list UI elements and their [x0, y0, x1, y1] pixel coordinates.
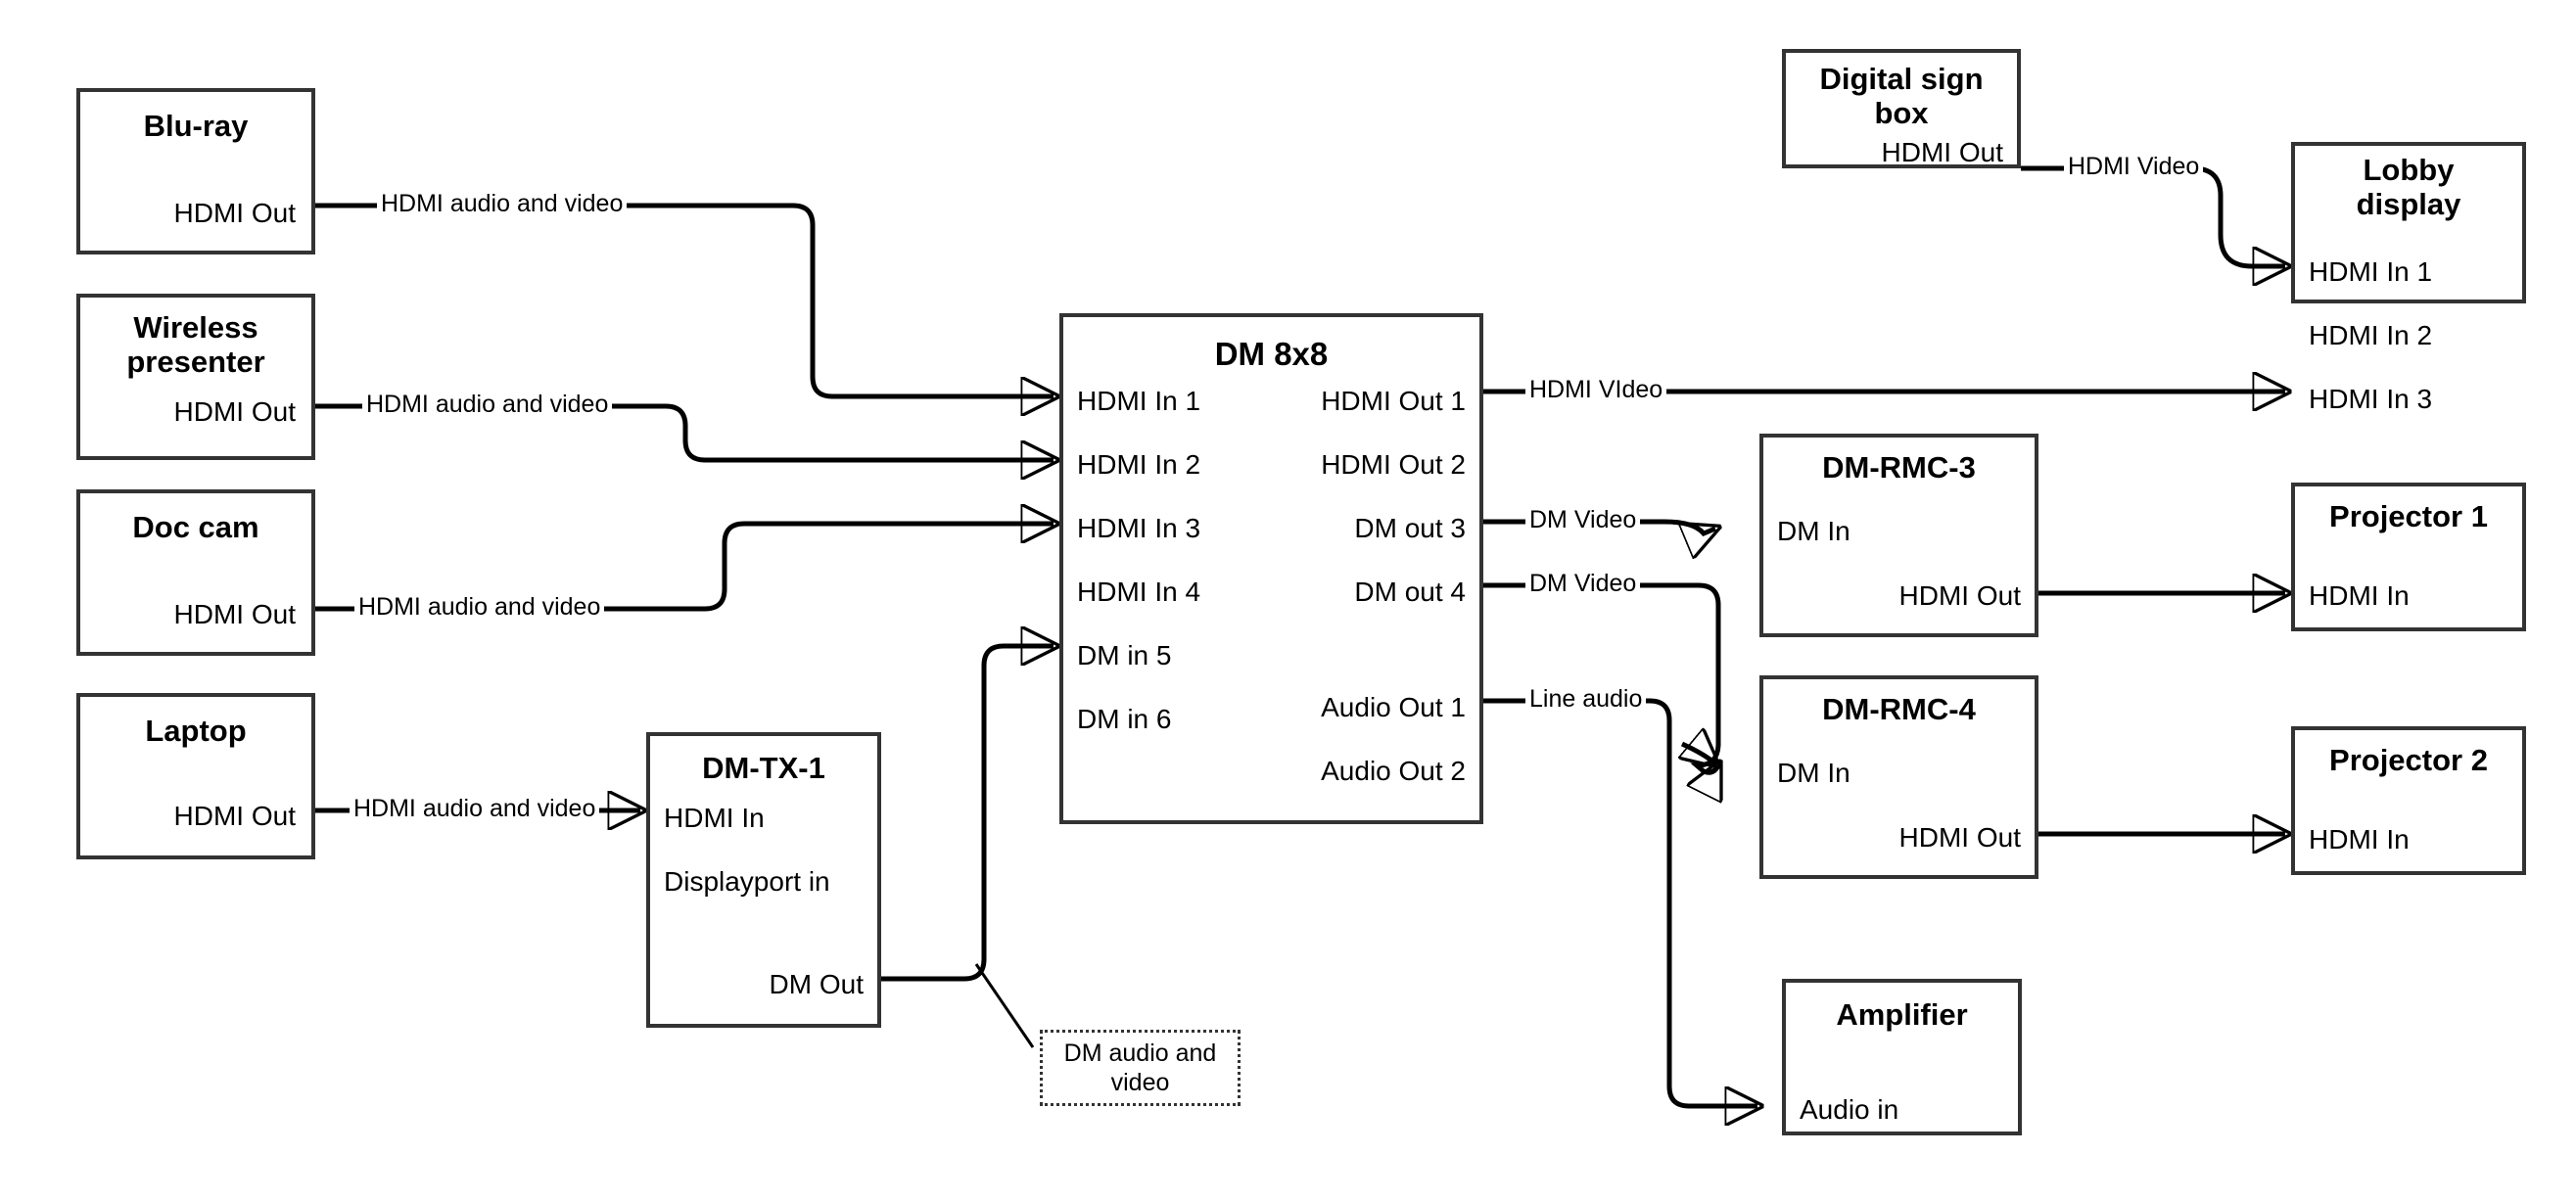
node-amplifier-port-audio-in: Audio in	[1800, 1094, 1899, 1125]
node-dm-rmc-3-port-dm-in: DM In	[1777, 516, 1850, 546]
node-dm-8x8-output-2: HDMI Out 2	[1321, 449, 1466, 480]
node-bluray-title: Blu-ray	[143, 109, 249, 143]
link-label-dm-dmout4-to-rmc4: DM Video	[1525, 572, 1641, 596]
node-projector-1-title: Projector 1	[2329, 499, 2488, 533]
node-bluray[interactable]: Blu-ray HDMI Out	[76, 88, 315, 254]
node-projector-2-port-hdmi-in: HDMI In	[2309, 824, 2410, 855]
node-dm-8x8[interactable]: DM 8x8 HDMI In 1 HDMI In 2 HDMI In 3 HDM…	[1059, 313, 1483, 824]
node-doc-cam[interactable]: Doc cam HDMI Out	[76, 489, 315, 656]
node-dm-tx-1-title: DM-TX-1	[702, 751, 825, 785]
node-lobby-display-input-1: HDMI In 1	[2309, 256, 2433, 287]
node-dm-8x8-title: DM 8x8	[1214, 336, 1329, 372]
wire-sign-to-lobby-in1	[2021, 165, 2285, 266]
node-dm-8x8-output-4: DM out 4	[1354, 577, 1466, 607]
node-dm-8x8-input-2: HDMI In 2	[1077, 449, 1201, 480]
node-bluray-port-hdmi-out: HDMI Out	[173, 198, 296, 228]
wire-dm-dmout4-to-rmc4-arrow	[1682, 744, 1715, 763]
node-dm-rmc-4-port-dm-in: DM In	[1777, 758, 1850, 788]
wire-dm-audioout1-to-amplifier	[1483, 698, 1757, 1106]
wire-dmtx1-to-dm-in5	[881, 646, 1054, 982]
node-dm-rmc-4-port-hdmi-out: HDMI Out	[1898, 822, 2021, 853]
node-laptop-port-hdmi-out: HDMI Out	[173, 801, 296, 831]
node-wireless-presenter-title: Wireless presenter	[126, 310, 265, 379]
node-lobby-display-input-3: HDMI In 3	[2309, 384, 2433, 414]
node-dm-8x8-output-1: HDMI Out 1	[1321, 386, 1466, 416]
node-dm-tx-1-port-dm-out: DM Out	[769, 969, 864, 999]
node-projector-1-port-hdmi-in: HDMI In	[2309, 580, 2410, 611]
link-label-wireless-to-dm-in2: HDMI audio and video	[362, 393, 613, 417]
node-dm-tx-1-port-hdmi-in: HDMI In	[664, 803, 765, 833]
wire-bluray-to-dm-in1	[315, 203, 1054, 396]
link-label-sign-to-lobby-in1: HDMI Video	[2064, 155, 2204, 179]
node-digital-sign-box-title: Digital sign box	[1819, 62, 1984, 130]
link-label-bluray-to-dm-in1: HDMI audio and video	[377, 192, 628, 216]
node-dm-8x8-input-3: HDMI In 3	[1077, 513, 1201, 543]
link-label-dm-audioout1-to-amplifier: Line audio	[1525, 687, 1647, 712]
link-label-doccam-to-dm-in3: HDMI audio and video	[354, 595, 605, 620]
node-lobby-display-title: Lobby display	[2356, 153, 2461, 221]
node-dm-rmc-4-title: DM-RMC-4	[1822, 692, 1976, 726]
node-dm-tx-1[interactable]: DM-TX-1 HDMI In Displayport in DM Out	[646, 732, 881, 1028]
link-label-dm-dmout3-to-rmc3: DM Video	[1525, 508, 1641, 532]
node-amplifier[interactable]: Amplifier Audio in	[1782, 979, 2022, 1135]
node-dm-rmc-4[interactable]: DM-RMC-4 DM In HDMI Out	[1759, 675, 2038, 879]
node-lobby-display[interactable]: Lobby display HDMI In 1 HDMI In 2 HDMI I…	[2291, 142, 2526, 413]
node-wireless-presenter-port-hdmi-out: HDMI Out	[173, 396, 296, 427]
node-doc-cam-port-hdmi-out: HDMI Out	[173, 599, 296, 629]
node-amplifier-title: Amplifier	[1836, 997, 1968, 1032]
node-dm-8x8-input-5: DM in 5	[1077, 640, 1172, 670]
node-dm-8x8-output-3: DM out 3	[1354, 513, 1466, 543]
node-dm-8x8-input-4: HDMI In 4	[1077, 577, 1201, 607]
node-digital-sign-box[interactable]: Digital sign box HDMI Out	[1782, 49, 2021, 168]
node-dm-rmc-3-port-hdmi-out: HDMI Out	[1898, 580, 2021, 611]
node-digital-sign-box-port-hdmi-out: HDMI Out	[1881, 137, 2003, 167]
node-dm-8x8-input-6: DM in 6	[1077, 704, 1172, 734]
node-laptop[interactable]: Laptop HDMI Out	[76, 693, 315, 859]
node-dm-tx-1-port-displayport-in: Displayport in	[664, 866, 830, 897]
node-laptop-title: Laptop	[145, 714, 247, 748]
callout-leader-line	[974, 963, 1035, 1048]
link-label-laptop-to-dmtx1: HDMI audio and video	[350, 797, 600, 821]
node-doc-cam-title: Doc cam	[132, 510, 259, 544]
node-lobby-display-input-2: HDMI In 2	[2309, 320, 2433, 350]
node-projector-1[interactable]: Projector 1 HDMI In	[2291, 483, 2526, 631]
link-label-dm-hdmiout1-to-lobby-in3: HDMI VIdeo	[1525, 378, 1667, 402]
node-dm-rmc-3-title: DM-RMC-3	[1822, 450, 1976, 485]
node-projector-2-title: Projector 2	[2329, 743, 2488, 777]
node-dm-8x8-output-5: Audio Out 1	[1321, 692, 1466, 722]
node-dm-8x8-output-6: Audio Out 2	[1321, 756, 1466, 786]
wire-dm-dmout4-to-rmc4	[1483, 582, 1718, 772]
node-projector-2[interactable]: Projector 2 HDMI In	[2291, 726, 2526, 875]
node-wireless-presenter[interactable]: Wireless presenter HDMI Out	[76, 294, 315, 460]
callout-dm-audio-and-video: DM audio and video	[1040, 1030, 1241, 1106]
node-dm-8x8-input-1: HDMI In 1	[1077, 386, 1201, 416]
node-dm-rmc-3[interactable]: DM-RMC-3 DM In HDMI Out	[1759, 434, 2038, 637]
